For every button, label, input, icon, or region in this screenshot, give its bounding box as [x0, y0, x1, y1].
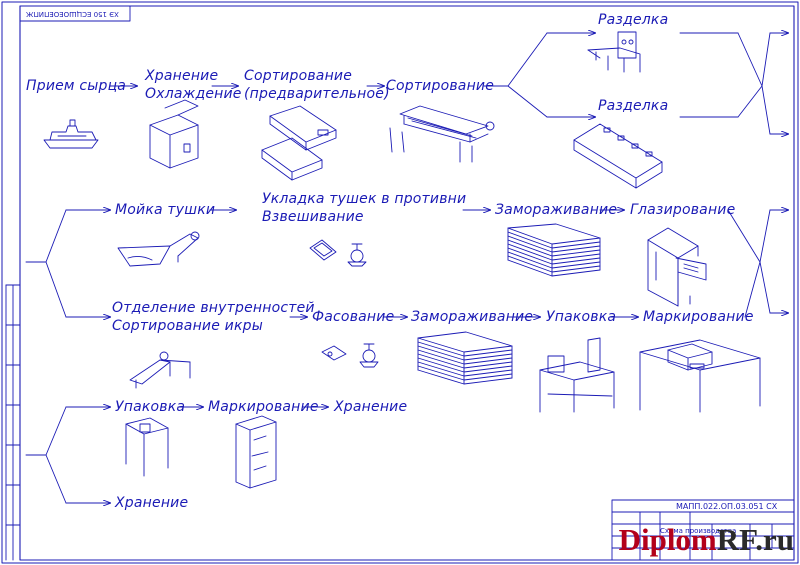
node-upak-2: Упаковка — [115, 399, 186, 415]
ship-icon — [43, 119, 99, 149]
node-razdelka-1: Разделка — [598, 12, 669, 28]
node-mark-1: Маркирование — [643, 309, 754, 325]
node-ukladka-a: Укладка тушек в противни — [262, 191, 467, 207]
node-fasov: Фасование — [312, 309, 395, 325]
packing-table-icon — [539, 337, 615, 413]
node-sort: Сортирование — [386, 78, 495, 94]
cutting-machine-icon — [587, 31, 641, 73]
freezer-stack-icon — [507, 223, 601, 277]
watermark-logo: DiplomRF.ru — [618, 522, 794, 557]
glazing-machine-icon — [647, 227, 707, 307]
node-zamor-2: Замораживание — [411, 309, 534, 325]
sheet-title-stamp: Схема производства — [660, 527, 737, 535]
pan-scales-icon — [309, 239, 367, 267]
row1-arrows — [109, 33, 788, 134]
marking-table-icon — [639, 339, 761, 413]
labelled-bag-icon — [235, 415, 277, 489]
node-mojka: Мойка тушки — [115, 202, 216, 218]
node-ukladka-b: Взвешивание — [262, 209, 364, 225]
sorting-machine-icon — [389, 105, 495, 163]
node-upak-1: Упаковка — [546, 309, 617, 325]
inner-frame — [19, 5, 795, 561]
left-margin-strip — [5, 284, 21, 561]
gutting-conveyor-icon — [129, 351, 191, 389]
row2-arrows — [25, 210, 788, 317]
node-priem: Прием сырца — [26, 78, 127, 94]
node-razdelka-2: Разделка — [598, 98, 669, 114]
top-code-box — [19, 5, 131, 22]
node-sort-pred-a: Сортирование — [244, 68, 353, 84]
washing-machine-icon — [117, 231, 200, 267]
title-block — [611, 499, 795, 561]
node-glazir: Глазирование — [630, 202, 736, 218]
node-mark-2: Маркирование — [208, 399, 319, 415]
freezer-stack-2-icon — [417, 331, 513, 385]
node-otdel-a: Отделение внутренностей — [112, 300, 315, 316]
node-otdel-b: Сортирование икры — [112, 318, 263, 334]
small-packing-table-icon — [125, 417, 169, 477]
pre-sorting-table-icon — [261, 105, 337, 181]
row4-arrows — [25, 407, 328, 503]
document-code-stamp: МАПП.022.ОП.03.051 СХ — [676, 502, 778, 511]
node-sort-pred-b: (предварительное) — [244, 86, 390, 102]
cutting-line-icon — [573, 123, 663, 189]
node-hran-3: Хранение — [115, 495, 189, 511]
node-zamor-1: Замораживание — [495, 202, 618, 218]
node-ohlazhdenie: Охлаждение — [145, 86, 242, 102]
node-hran-2: Хранение — [334, 399, 408, 415]
storage-chamber-icon — [149, 99, 199, 169]
packing-scales-icon — [321, 343, 379, 368]
node-hranenie-1: Хранение — [145, 68, 219, 84]
top-code-stamp: ХЭ 150 ЕСЦШОЕОЕПИПЖ — [26, 10, 119, 18]
